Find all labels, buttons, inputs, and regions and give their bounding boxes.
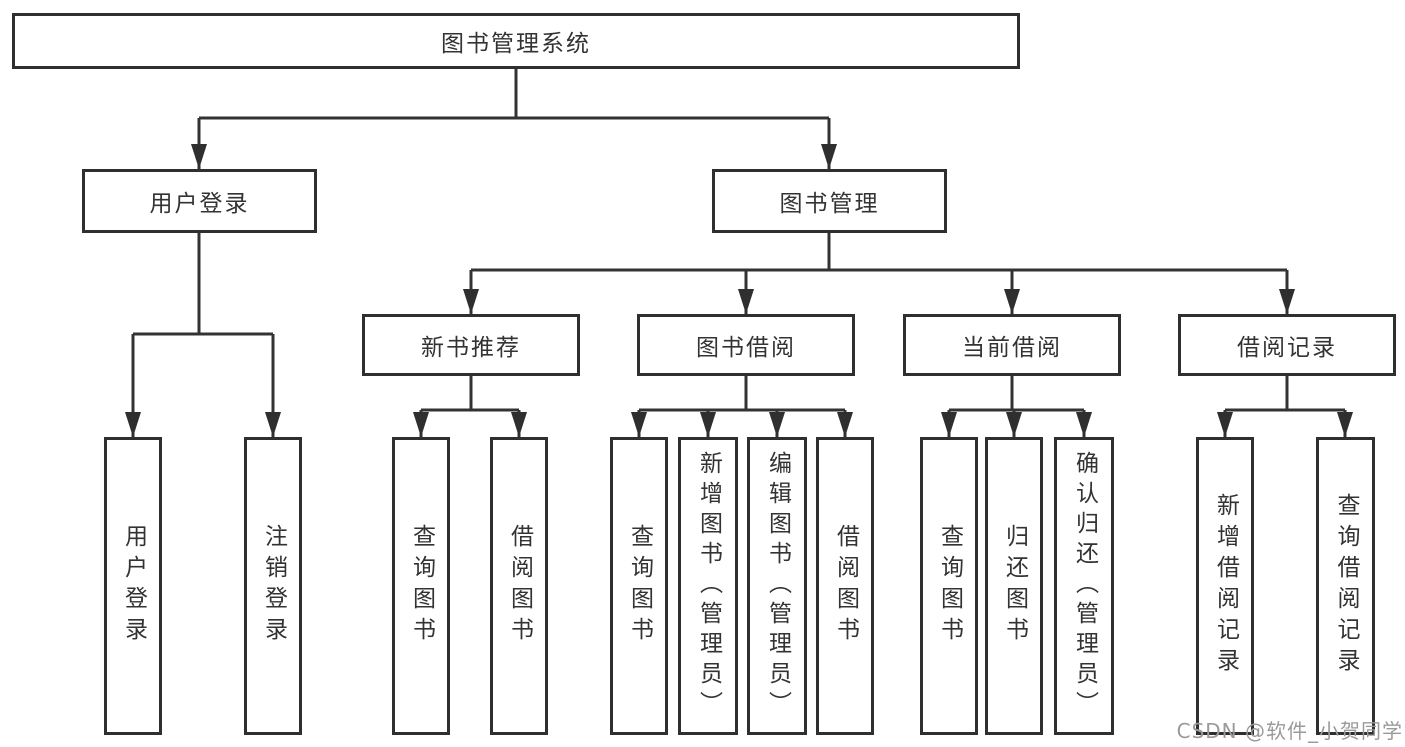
node-leaf-user-login: 用户登录 — [104, 437, 162, 735]
node-bb-query-books: 查询图书 — [610, 437, 668, 735]
node-borrowing-records: 借阅记录 — [1178, 314, 1396, 376]
node-nbr-borrow-books: 借阅图书 — [490, 437, 548, 735]
node-leaf-logout: 注销登录 — [244, 437, 302, 735]
node-cb-return-books: 归还图书 — [985, 437, 1043, 735]
node-user-login: 用户登录 — [82, 169, 317, 233]
connector-book-borrowing-fan — [639, 376, 845, 412]
node-cb-confirm-return: 确认归还（管理员） — [1054, 437, 1114, 735]
node-current-borrowing: 当前借阅 — [903, 314, 1121, 376]
node-br-add-record: 新增借阅记录 — [1196, 437, 1254, 735]
connector-user-login-fan — [133, 233, 273, 336]
connector-borrowing-records-fan — [1225, 376, 1345, 412]
node-book-management: 图书管理 — [712, 169, 947, 233]
node-new-book-recommend: 新书推荐 — [362, 314, 580, 376]
node-bb-edit-books: 编辑图书（管理员） — [747, 437, 807, 735]
node-cb-query-books: 查询图书 — [920, 437, 978, 735]
node-root: 图书管理系统 — [12, 13, 1020, 69]
node-bb-add-books: 新增图书（管理员） — [678, 437, 738, 735]
node-br-query-record: 查询借阅记录 — [1316, 437, 1375, 735]
node-bb-borrow-books: 借阅图书 — [816, 437, 874, 735]
csdn-watermark: CSDN @软件_小贺同学 — [1176, 719, 1403, 743]
connector-current-borrowing-fan — [949, 376, 1084, 412]
node-book-borrowing: 图书借阅 — [637, 314, 855, 376]
node-nbr-query-books: 查询图书 — [392, 437, 450, 735]
connector-new-book-recommend-fan — [421, 376, 519, 412]
connector-root-fan — [199, 69, 829, 120]
connector-book-management-fan — [471, 233, 1287, 272]
